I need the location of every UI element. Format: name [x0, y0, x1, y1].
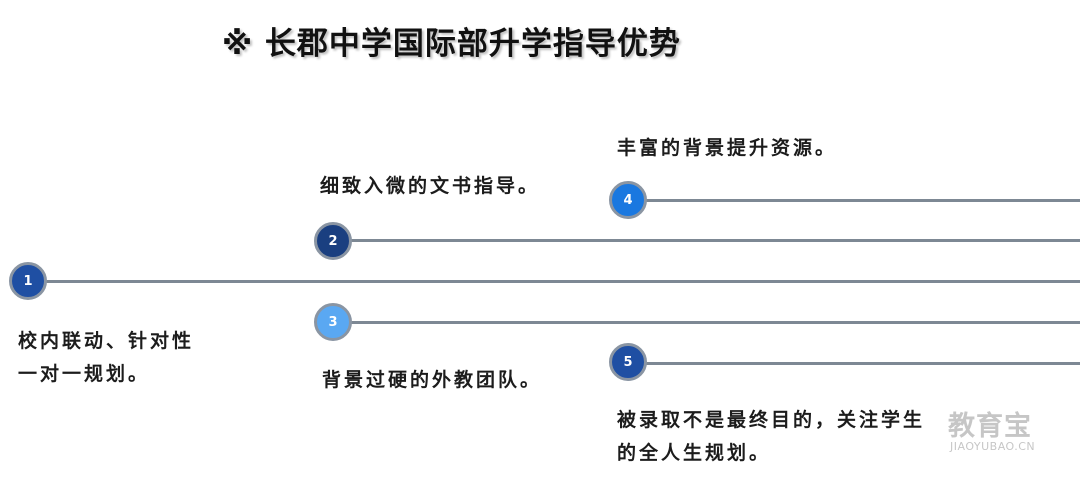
step-label-4: 丰富的背景提升资源。: [617, 137, 838, 159]
step-marker-2: 2: [314, 222, 352, 260]
watermark-url: JIAOYUBAO.CN: [950, 440, 1036, 453]
timeline-line-5: [640, 362, 1080, 365]
step-marker-3: 3: [314, 303, 352, 341]
step-label-1: 校内联动、针对性 一对一规划。: [18, 330, 195, 385]
timeline-line-2: [345, 239, 1080, 242]
step-label-2: 细致入微的文书指导。: [320, 175, 541, 197]
step-marker-1: 1: [9, 262, 47, 300]
step-marker-4: 4: [609, 181, 647, 219]
step-label-3: 背景过硬的外教团队。: [322, 369, 543, 391]
watermark-logo: 教育宝: [948, 411, 1032, 442]
timeline-line-4: [640, 199, 1080, 202]
timeline-line-1: [40, 280, 1080, 283]
step-marker-5: 5: [609, 343, 647, 381]
timeline-line-3: [345, 321, 1080, 324]
page-title: ※ 长郡中学国际部升学指导优势: [222, 26, 681, 62]
step-label-5: 被录取不是最终目的，关注学生 的全人生规划。: [617, 409, 926, 464]
